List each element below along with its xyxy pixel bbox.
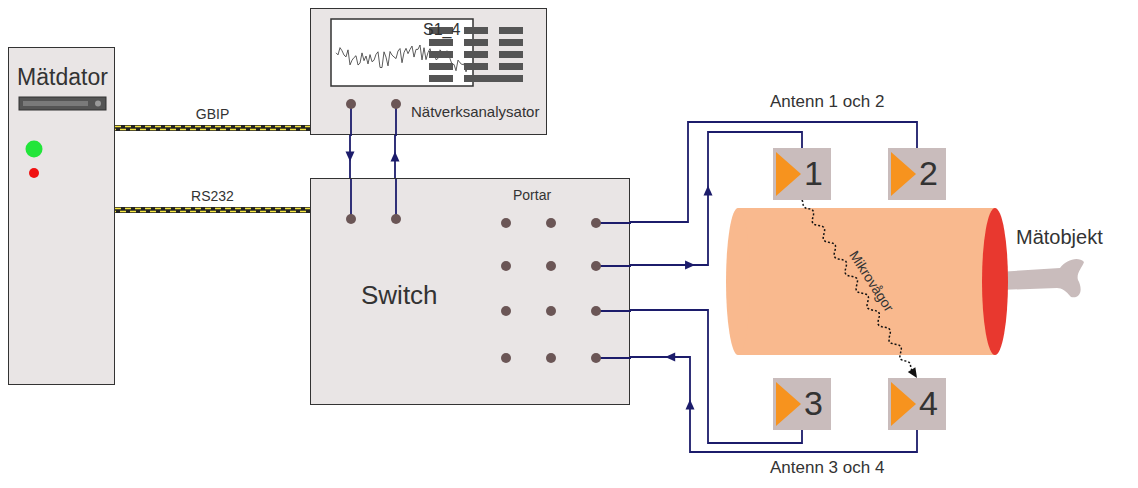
antenna-triangle [776,382,801,426]
object-label: Mätobjekt [1016,226,1103,249]
port-wire [596,310,631,312]
port-wire [395,179,397,219]
power-led [26,141,43,158]
port-dot [501,353,511,363]
connector [115,127,310,130]
port-dot [501,306,511,316]
bone [998,259,1084,297]
cable-line [115,125,310,131]
arrowhead [686,400,695,410]
cable-stripe [115,126,310,127]
signal-line [630,357,917,452]
arrowhead [665,353,675,362]
connector [630,122,917,222]
port-wire [596,357,631,359]
antenna: 1 [773,148,831,200]
panel-button [429,63,453,70]
port-dot [391,99,401,109]
panel-button [464,75,523,82]
object-body [738,208,995,355]
computer-box-graphic [9,48,116,386]
cable-line [115,207,310,213]
connector [802,200,917,378]
port-dot [346,99,356,109]
antenna-number: 1 [804,154,823,193]
status-led [29,168,39,178]
port-dot [591,306,601,316]
panel-button [464,51,488,58]
signal-line [630,122,917,222]
arrowhead [391,152,400,162]
ports-label: Portar [513,187,551,203]
edge-label: GBIP [196,106,229,122]
box-title: Nätverksanalysator [411,103,539,120]
port-dot [501,218,511,228]
panel-button [464,63,488,70]
port-dot [591,353,601,363]
arrowhead [704,186,713,196]
antenna-triangle [891,152,916,196]
antenna: 2 [888,148,946,200]
analyzer-box: S1_4Nätverksanalysator [310,8,547,135]
box-title: Mätdator [17,64,108,90]
antenna-number: 3 [804,384,823,423]
port-dot [591,218,601,228]
port-wire [596,222,631,224]
panel-button [464,27,488,34]
signal-line [630,310,802,443]
cable-stripe [115,208,310,209]
port-dot [546,353,556,363]
panel-button [499,63,523,70]
port-dot [546,218,556,228]
port-dot [546,261,556,271]
antenna: 3 [773,378,831,430]
port-dot [501,261,511,271]
antenna-number: 4 [919,384,938,423]
port-dot [546,306,556,316]
connector [115,209,310,212]
port-dot [346,214,356,224]
object-end [726,208,750,355]
panel-button [464,39,488,46]
edge-label: RS232 [191,188,234,204]
connector [630,132,802,270]
panel-button [429,39,453,46]
connector [391,135,400,178]
antenna: 4 [888,378,946,430]
port-dot [591,261,601,271]
port-wire [596,265,631,267]
arrowhead [346,152,355,162]
trace-line [336,45,468,72]
drive-slot [19,97,106,110]
cable-stripe [115,129,310,130]
panel-button [499,27,523,34]
drive-slot-inner [23,101,88,106]
object-cut-face [982,208,1008,355]
antenna-triangle [776,152,801,196]
panel-button [499,51,523,58]
screen-label: S1_4 [423,21,460,39]
switch-box: Switch Portar [310,178,630,405]
arrowhead [908,367,917,378]
connector [346,135,355,178]
connector [630,353,917,453]
panel-button [499,39,523,46]
switch-box-graphic [311,179,631,406]
antenna-triangle [891,382,916,426]
arrowhead [685,261,695,270]
panel-button [429,51,453,58]
antenna-group-label: Antenn 1 och 2 [770,92,884,112]
connector [630,310,802,443]
analyzer-screen [331,19,473,86]
antenna-group-label: Antenn 3 och 4 [770,458,884,478]
port-wire [350,179,352,219]
panel-button [429,75,453,82]
cable-stripe [115,211,310,212]
microwave-path [802,200,915,375]
box-title: Switch [361,281,438,311]
port-dot [391,214,401,224]
computer-box: Mätdator [8,47,115,385]
antenna-number: 2 [919,154,938,193]
drive-button [95,101,101,107]
